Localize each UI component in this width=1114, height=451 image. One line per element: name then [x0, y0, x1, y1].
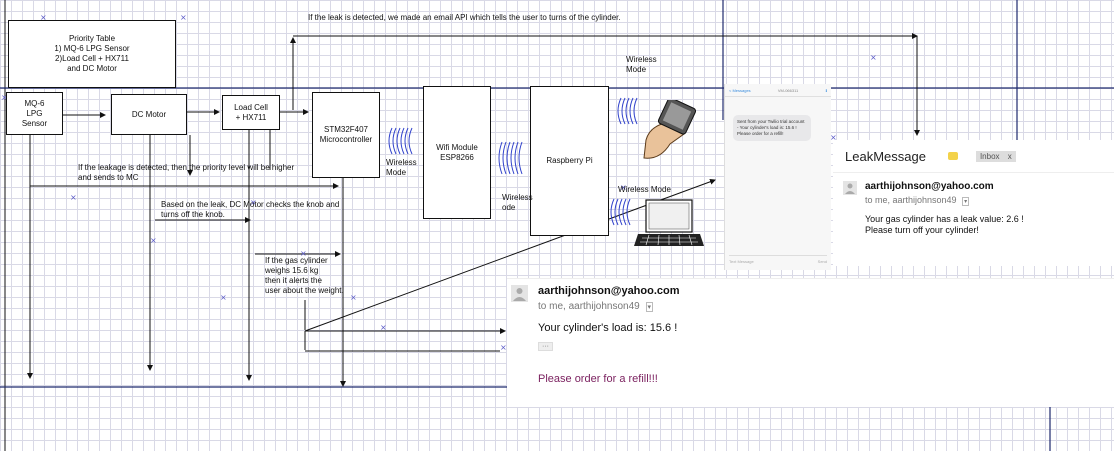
svg-text:×: ×: [220, 293, 227, 302]
svg-text:×: ×: [1, 93, 8, 102]
wireless-label-4: Wireless Mode: [618, 185, 671, 194]
person-icon: [513, 288, 526, 301]
raspberry-pi-block: Raspberry Pi: [530, 86, 609, 236]
email-subject: LeakMessage: [845, 148, 926, 164]
email-from: aarthijohnson@yahoo.com: [865, 181, 994, 192]
wireless-wave-icon: [617, 97, 638, 125]
svg-text:×: ×: [250, 198, 257, 207]
priority-table: Priority Table 1) MQ-6 LPG Sensor 2)Load…: [8, 20, 176, 88]
load-cell-block: Load Cell + HX711: [222, 95, 280, 130]
svg-text:×: ×: [70, 193, 77, 202]
svg-text:×: ×: [180, 13, 187, 22]
svg-text:×: ×: [380, 323, 387, 332]
mq6-sensor-block: MQ-6 LPG Sensor: [6, 92, 63, 135]
email-to-text: to me, aarthijohnson49: [538, 301, 640, 312]
info-icon[interactable]: ℹ: [825, 87, 827, 93]
email-from: aarthijohnson@yahoo.com: [538, 285, 680, 297]
avatar: [843, 181, 857, 195]
svg-text:×: ×: [40, 13, 47, 22]
dc-motor-block: DC Motor: [111, 94, 187, 135]
leakage-priority-note: If the leakage is detected, then the pri…: [78, 163, 295, 182]
sms-send-button[interactable]: Send: [817, 258, 827, 264]
email-api-note: If the leak is detected, we made an emai…: [308, 13, 621, 22]
inbox-tag-close[interactable]: x: [1007, 151, 1012, 161]
email-body-line2: Please turn off your cylinder!: [865, 225, 979, 235]
wifi-module-block: Wifi Module ESP8266: [423, 86, 491, 219]
gas-weight-note: If the gas cylinder weighs 15.6 kg then …: [265, 256, 344, 295]
email-to[interactable]: to me, aarthijohnson49 ▾: [865, 195, 1024, 206]
wireless-label-2: Wireless ode: [502, 193, 533, 212]
svg-text:×: ×: [350, 293, 357, 302]
email-to[interactable]: to me, aarthijohnson49 ▾: [538, 301, 680, 312]
chevron-down-icon[interactable]: ▾: [645, 302, 654, 312]
email-body: Your cylinder's load is: 15.6 !: [538, 322, 678, 334]
inbox-tag[interactable]: Inbox x: [975, 150, 1016, 162]
wireless-label-3: Wireless Mode: [626, 55, 657, 74]
laptop-icon: [634, 199, 704, 246]
svg-text:×: ×: [150, 236, 157, 245]
show-trimmed-button[interactable]: ···: [538, 342, 553, 351]
refill-message: Please order for a refill!!!: [538, 373, 658, 385]
svg-text:×: ×: [830, 133, 837, 142]
email-to-text: to me, aarthijohnson49: [865, 195, 957, 205]
dc-motor-knob-note: Based on the leak, DC Motor checks the k…: [161, 200, 340, 219]
avatar: [511, 285, 528, 302]
inbox-tag-label: Inbox: [979, 151, 1000, 161]
svg-text:×: ×: [620, 183, 627, 192]
sms-input-bar: Text Message Send: [729, 255, 827, 266]
hand-phone-icon: [643, 100, 697, 159]
wireless-label-1: Wireless Mode: [386, 158, 417, 177]
sms-header: < Messages VM-066311 ℹ: [725, 84, 831, 97]
email-leak-panel: LeakMessage Inbox x aarthijohnson@yahoo.…: [833, 140, 1114, 266]
wireless-wave-icon: [610, 198, 631, 226]
wireless-wave-icon: [388, 127, 413, 155]
person-icon: [845, 183, 855, 194]
email-body-line1: Your gas cylinder has a leak value: 2.6 …: [865, 214, 1024, 224]
sms-contact-name: VM-066311: [777, 87, 799, 93]
svg-text:×: ×: [300, 249, 307, 258]
sms-back-link[interactable]: < Messages: [729, 87, 751, 93]
chevron-down-icon[interactable]: ▾: [962, 197, 970, 206]
sms-screenshot: < Messages VM-066311 ℹ Sent from your Tw…: [724, 84, 831, 270]
svg-text:×: ×: [500, 343, 507, 352]
stm32-block: STM32F407 Microcontroller: [312, 92, 380, 178]
wireless-wave-icon: [498, 141, 523, 175]
svg-text:×: ×: [870, 53, 877, 62]
email-load-panel: aarthijohnson@yahoo.com to me, aarthijoh…: [507, 278, 1114, 407]
sms-message-bubble: Sent from your Twilio trial account - Yo…: [733, 115, 811, 141]
sms-input-field[interactable]: Text Message: [729, 258, 754, 264]
label-tag-icon: [947, 152, 958, 160]
